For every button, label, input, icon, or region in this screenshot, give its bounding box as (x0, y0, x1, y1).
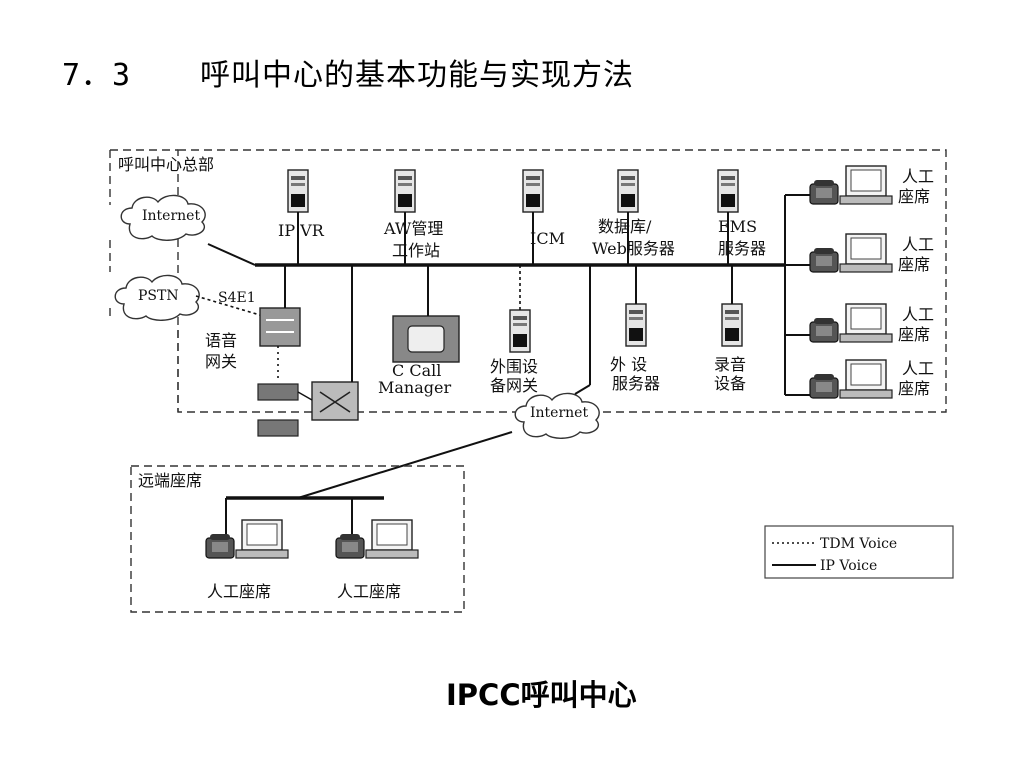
agent-3-label-line2: 座席 (898, 325, 930, 344)
remote-agent-2-label: 人工座席 (337, 582, 401, 601)
internet-top-label: Internet (142, 208, 200, 224)
aw-workstation-server-icon (394, 169, 416, 265)
aw-label-line2: 工作站 (392, 241, 440, 260)
legend-ip-label: IP Voice (820, 558, 877, 574)
callmanager-label-line1: C Call (392, 361, 441, 380)
database-label-line2: Web服务器 (592, 239, 675, 258)
agent-4-label-line2: 座席 (898, 379, 930, 398)
recording-device-server-icon (721, 265, 743, 347)
trunk-label: S4E1 (218, 290, 256, 306)
ems-label-line2: 服务器 (718, 239, 766, 258)
headquarters-boundary-left (109, 150, 179, 412)
peripheral-server-label-line1: 外 设 (610, 355, 647, 374)
icm-server-icon (522, 169, 544, 265)
agent-1-label-line1: 人工 (902, 167, 934, 186)
icm-label: ICM (530, 229, 565, 248)
peripheral-gateway-server-icon (509, 265, 531, 353)
peripheral-gateway-label-line2: 备网关 (490, 376, 538, 395)
remote-agent-workstation-icon (335, 519, 419, 559)
slide-title: 7．3 呼叫中心的基本功能与实现方法 (62, 50, 634, 94)
callmanager-label-line2: Manager (378, 378, 451, 397)
peripheral-gateway-label-line1: 外围设 (490, 357, 538, 376)
ethernet-switch-icon (297, 265, 359, 421)
database-label-line1: 数据库/ (598, 217, 652, 236)
headquarters-label: 呼叫中心总部 (118, 155, 214, 174)
callmanager-icon (392, 265, 460, 363)
aw-label-line1: AW管理 (383, 219, 443, 238)
database-web-server-icon (617, 169, 639, 265)
remote-agent-1-label: 人工座席 (207, 582, 271, 601)
agent-workstation-icon (785, 359, 893, 399)
remote-agents-boundary (130, 465, 465, 613)
legend-tdm-label: TDM Voice (820, 536, 897, 552)
remote-agent-workstation-icon (205, 519, 289, 559)
legend (764, 525, 954, 579)
ems-label-line1: EMS (718, 217, 757, 236)
ip-ivr-label: IP VR (278, 221, 325, 240)
agent-workstation-icon (785, 303, 893, 343)
agent-2-label-line1: 人工 (902, 235, 934, 254)
voice-gateway-label-line1: 语音 (205, 331, 237, 350)
ems-server-icon (717, 169, 739, 265)
peripheral-server-label-line2: 服务器 (612, 374, 660, 393)
agent-1-label-line2: 座席 (898, 187, 930, 206)
recording-label-line2: 设备 (714, 374, 746, 393)
recording-label-line1: 录音 (714, 355, 746, 374)
diagram-caption: IPCC呼叫中心 (446, 678, 637, 712)
agent-3-label-line1: 人工 (902, 305, 934, 324)
agent-workstation-icon (785, 233, 893, 273)
peripheral-server-icon (625, 265, 647, 347)
agent-2-label-line2: 座席 (898, 255, 930, 274)
remote-agents-label: 远端座席 (138, 471, 202, 490)
section-number: 7．3 (62, 58, 132, 93)
voice-gateway-label-line2: 网关 (205, 352, 237, 371)
internet-middle-label: Internet (530, 405, 588, 421)
router-box-icon (257, 383, 299, 437)
section-title: 呼叫中心的基本功能与实现方法 (200, 58, 634, 93)
agent-4-label-line1: 人工 (902, 359, 934, 378)
agent-workstation-icon (785, 165, 893, 205)
pstn-label: PSTN (138, 288, 179, 304)
ip-ivr-server-icon (287, 169, 309, 265)
voice-gateway-icon (259, 265, 301, 382)
